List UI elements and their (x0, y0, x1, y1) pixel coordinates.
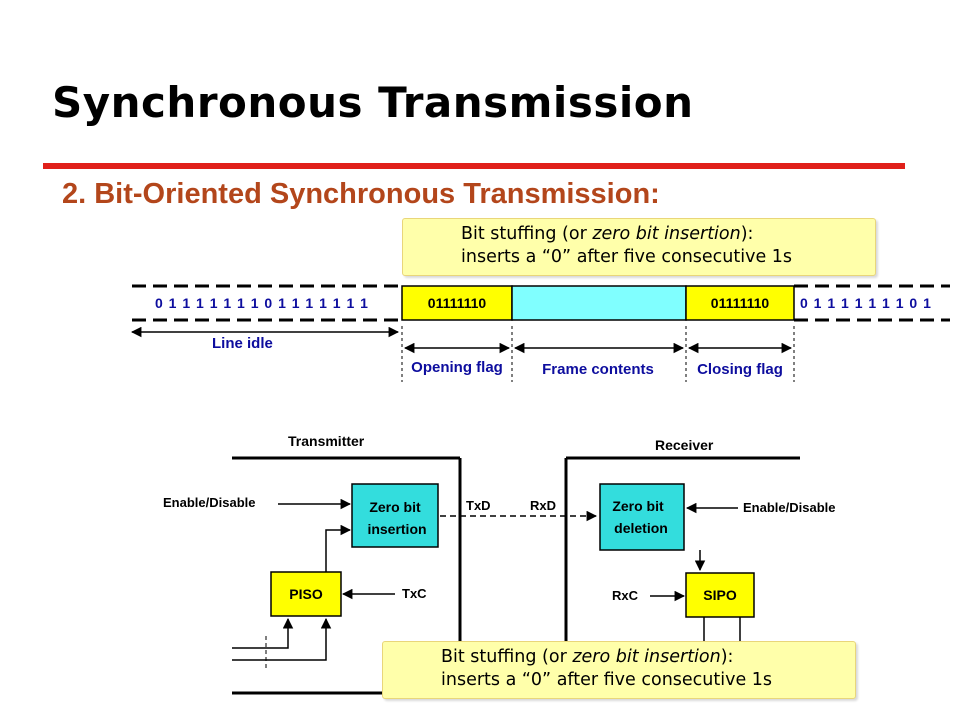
bit-stuffing-callout-top: Bit stuffing (or zero bit insertion): in… (402, 218, 876, 276)
opening-flag-label: Opening flag (411, 359, 503, 376)
zero-insert-line1: Zero bit (369, 499, 421, 515)
rxc-label: RxC (612, 588, 639, 603)
zero-delete-line1: Zero bit (612, 498, 664, 514)
callout-top-line1: Bit stuffing (or zero bit insertion): (461, 224, 754, 244)
piso-block (270, 571, 342, 617)
idle-bits: 0 1 1 1 1 1 1 1 0 1 1 1 1 1 1 1 (155, 295, 369, 311)
callout-bottom-line2: inserts a “0” after five consecutive 1s (441, 670, 773, 690)
callout-bottom-line1: Bit stuffing (or zero bit insertion): (441, 647, 734, 667)
txc-label: TxC (402, 586, 427, 601)
slide-subtitle: 2. Bit-Oriented Synchronous Transmission… (62, 178, 660, 210)
rxd-label: RxD (530, 498, 556, 513)
transmitter-label: Transmitter (288, 433, 365, 449)
trailing-bits: 0 1 1 1 1 1 1 1 0 1 (800, 295, 932, 311)
line-idle-label: Line idle (212, 335, 273, 352)
closing-flag-bits: 01111110 (711, 295, 770, 311)
piso-input-2 (232, 617, 332, 661)
sipo-label: SIPO (703, 587, 737, 603)
tx-enable-label: Enable/Disable (163, 495, 255, 510)
frame-contents-box (511, 285, 687, 321)
bit-stuffing-callout-bottom: Bit stuffing (or zero bit insertion): in… (382, 641, 856, 699)
zero-delete-line2: deletion (614, 520, 668, 536)
callout-top-line2: inserts a “0” after five consecutive 1s (461, 247, 793, 267)
receiver-label: Receiver (655, 437, 714, 453)
closing-flag-box (685, 285, 795, 321)
txd-label: TxD (466, 498, 491, 513)
piso-label: PISO (289, 586, 323, 602)
rx-enable-label: Enable/Disable (743, 500, 835, 515)
frame-timeline: 0 1 1 1 1 1 1 1 0 1 1 1 1 1 1 1 01111110… (130, 284, 950, 382)
slide-title: Synchronous Transmission (52, 78, 694, 127)
zero-bit-insertion-block (351, 483, 439, 548)
opening-flag-bits: 01111110 (428, 295, 487, 311)
sipo-block (685, 572, 755, 618)
frame-contents-label: Frame contents (542, 361, 654, 378)
piso-to-insert-arrow (325, 524, 352, 572)
closing-flag-label: Closing flag (697, 361, 783, 378)
title-underline (43, 163, 905, 169)
piso-input-1 (232, 617, 294, 649)
zero-bit-deletion-block (599, 483, 685, 551)
zero-insert-line2: insertion (367, 521, 426, 537)
